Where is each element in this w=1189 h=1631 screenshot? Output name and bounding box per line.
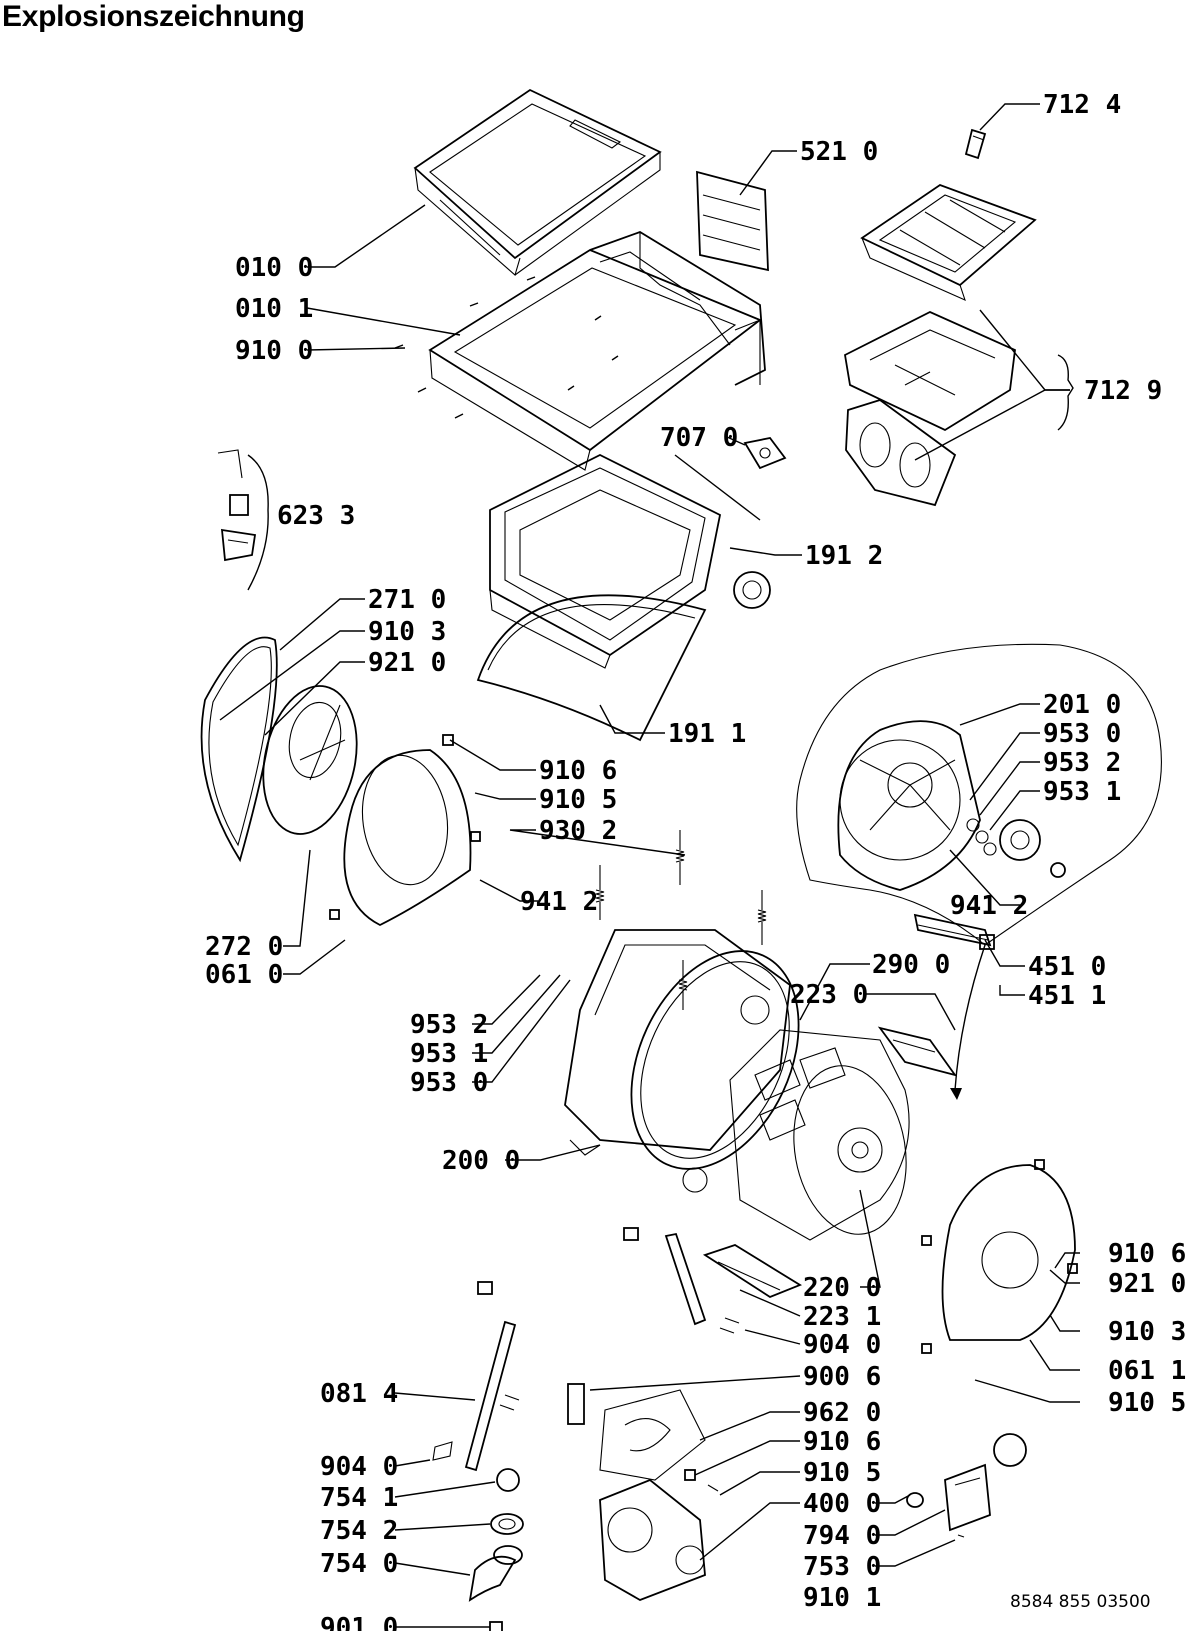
- callout-953-2-b: 953 2: [410, 1010, 488, 1040]
- callout-010-0: 010 0: [235, 253, 313, 283]
- callout-754-2: 754 2: [320, 1516, 398, 1546]
- callout-930-2: 930 2: [539, 816, 617, 846]
- callout-191-2: 191 2: [805, 541, 883, 571]
- callout-521-0: 521 0: [800, 137, 878, 167]
- callout-754-0: 754 0: [320, 1549, 398, 1579]
- callout-labels: 712 4 521 0 010 0 010 1 910 0 712 9 707 …: [205, 90, 1186, 1631]
- callout-953-1-b: 953 1: [410, 1039, 488, 1069]
- callout-201-0: 201 0: [1043, 690, 1121, 720]
- callout-910-6-b: 910 6: [1108, 1239, 1186, 1269]
- pump-part: [599, 1469, 719, 1601]
- connection-arrow: [950, 944, 986, 1100]
- paddle-part: [702, 1026, 958, 1299]
- brace-623: [247, 454, 269, 591]
- hinge-pin-part: [964, 128, 987, 160]
- callout-623-3: 623 3: [277, 501, 355, 531]
- callout-953-0-b: 953 0: [410, 1068, 488, 1098]
- callout-753-0: 753 0: [803, 1552, 881, 1582]
- callout-061-1: 061 1: [1108, 1356, 1186, 1386]
- callout-904-0-a: 904 0: [803, 1330, 881, 1360]
- callout-794-0: 794 0: [803, 1521, 881, 1551]
- callout-953-1-a: 953 1: [1043, 777, 1121, 807]
- callout-910-5-a: 910 5: [539, 785, 617, 815]
- callout-220-0: 220 0: [803, 1273, 881, 1303]
- control-panel-part: [696, 170, 769, 272]
- callout-707-0: 707 0: [660, 423, 738, 453]
- frame-screws-part: [394, 276, 619, 419]
- callout-941-2-a: 941 2: [950, 891, 1028, 921]
- callout-081-4: 081 4: [320, 1379, 398, 1409]
- callout-941-2-b: 941 2: [520, 887, 598, 917]
- door-lock-part: [217, 449, 257, 562]
- callout-400-0: 400 0: [803, 1489, 881, 1519]
- callout-910-5-b: 910 5: [1108, 1388, 1186, 1418]
- springs-part: [595, 830, 767, 1010]
- callout-272-0: 272 0: [205, 932, 283, 962]
- page-title: Explosionszeichnung: [2, 0, 305, 33]
- front-tub-part: [564, 929, 800, 1193]
- callout-010-1: 010 1: [235, 294, 313, 324]
- callout-953-2-a: 953 2: [1043, 748, 1121, 778]
- callout-451-0: 451 0: [1028, 952, 1106, 982]
- callout-712-9: 712 9: [1084, 376, 1162, 406]
- callout-910-3-b: 910 3: [1108, 1317, 1186, 1347]
- callout-962-0: 962 0: [803, 1398, 881, 1428]
- callout-921-0: 921 0: [368, 648, 446, 678]
- callout-712-4: 712 4: [1043, 90, 1121, 120]
- leader-lines: [219, 103, 1080, 1628]
- callout-910-0: 910 0: [235, 336, 313, 366]
- callout-200-0: 200 0: [442, 1146, 520, 1176]
- callout-910-5-c: 910 5: [803, 1458, 881, 1488]
- door-seal-part: [200, 636, 481, 927]
- drain-hose-part: [468, 1468, 524, 1631]
- cabinet-top-frame-part: [428, 231, 766, 471]
- callout-223-1: 223 1: [803, 1302, 881, 1332]
- drawing-number: 8584 855 03500: [1010, 1592, 1151, 1612]
- callout-290-0: 290 0: [872, 950, 950, 980]
- callout-901-0: 901 0: [320, 1613, 398, 1631]
- callout-900-6: 900 6: [803, 1362, 881, 1392]
- top-lid-part: [413, 88, 662, 276]
- callout-191-1: 191 1: [668, 719, 746, 749]
- drum-part: [729, 1029, 910, 1241]
- callout-910-3: 910 3: [368, 617, 446, 647]
- callout-061-0: 061 0: [205, 960, 283, 990]
- tub-rear-part: [796, 643, 1162, 946]
- callout-910-6-c: 910 6: [803, 1427, 881, 1457]
- callout-910-1: 910 1: [803, 1583, 881, 1613]
- callout-904-0-b: 904 0: [320, 1452, 398, 1482]
- rear-cover-part: [921, 1159, 1078, 1354]
- shock-absorbers-part: [432, 1227, 740, 1472]
- bracket-707-part: [743, 437, 787, 470]
- filter-part: [906, 1433, 1027, 1538]
- callout-953-0-a: 953 0: [1043, 719, 1121, 749]
- detergent-drawer-part: [844, 183, 1037, 507]
- callout-271-0: 271 0: [368, 585, 446, 615]
- callout-451-1: 451 1: [1028, 981, 1106, 1011]
- callout-223-0: 223 0: [790, 980, 868, 1010]
- tub-seal-part: [476, 453, 771, 742]
- callout-754-1: 754 1: [320, 1483, 398, 1513]
- callout-921-0-b: 921 0: [1108, 1269, 1186, 1299]
- brace-712: [1057, 354, 1074, 431]
- callout-910-6-a: 910 6: [539, 756, 617, 786]
- heater-part: [913, 913, 995, 950]
- pressure-part: [567, 1383, 706, 1481]
